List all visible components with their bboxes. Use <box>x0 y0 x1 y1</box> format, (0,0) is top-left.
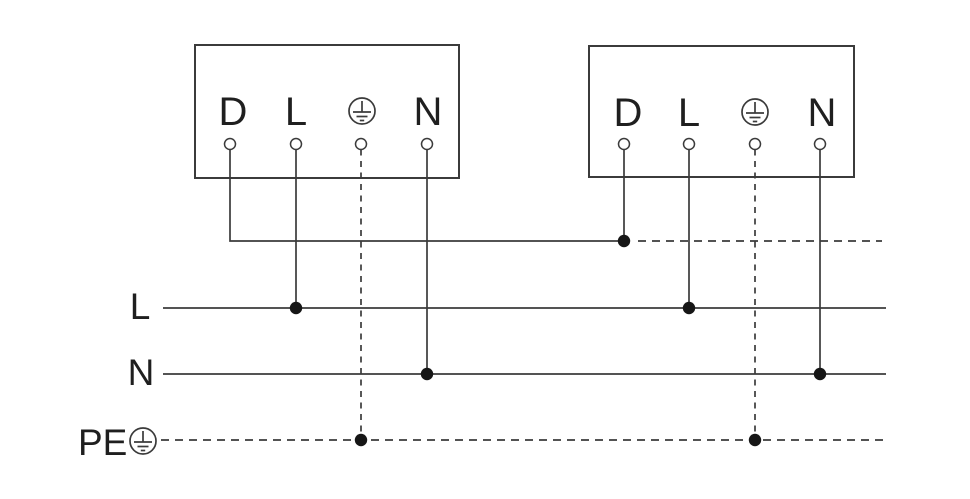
supply-n-label: N <box>128 352 155 393</box>
device-2-outline <box>588 45 855 178</box>
device-1-terminal-n <box>420 137 434 151</box>
device-2-terminal-l <box>682 137 696 151</box>
device-2-terminal-pe <box>748 137 762 151</box>
supply-l-label: L <box>130 286 151 327</box>
junction-l1 <box>289 301 303 315</box>
earth-icon <box>129 427 157 455</box>
earth-icon <box>348 97 376 125</box>
junction-n2 <box>813 367 827 381</box>
junction-l2 <box>682 301 696 315</box>
device-1-terminal-l <box>289 137 303 151</box>
device-1: D L N <box>194 44 460 179</box>
device-2-terminal-n-label: N <box>808 91 837 135</box>
junction-pe2 <box>748 433 762 447</box>
device-1-terminal-d <box>223 137 237 151</box>
device-2: D L N <box>588 45 855 178</box>
supply-lines: L N PE <box>78 286 886 463</box>
device-1-outline <box>194 44 460 179</box>
device-2-terminal-d-label: D <box>614 91 643 135</box>
device-1-terminal-d-label: D <box>219 90 248 134</box>
device-1-terminal-n-label: N <box>414 90 443 134</box>
junction-pe1 <box>354 433 368 447</box>
wire-d1-link <box>229 149 624 242</box>
device-2-terminal-l-label: L <box>678 91 700 135</box>
device-2-terminal-d <box>617 137 631 151</box>
device-1-terminal-l-label: L <box>285 90 307 134</box>
supply-pe-label: PE <box>78 422 127 463</box>
junctions <box>289 234 827 447</box>
device-1-terminal-pe <box>354 137 368 151</box>
device-2-terminal-n <box>813 137 827 151</box>
wires <box>229 149 882 440</box>
earth-icon <box>741 98 769 126</box>
junction-n1 <box>420 367 434 381</box>
junction-d-link <box>617 234 631 248</box>
